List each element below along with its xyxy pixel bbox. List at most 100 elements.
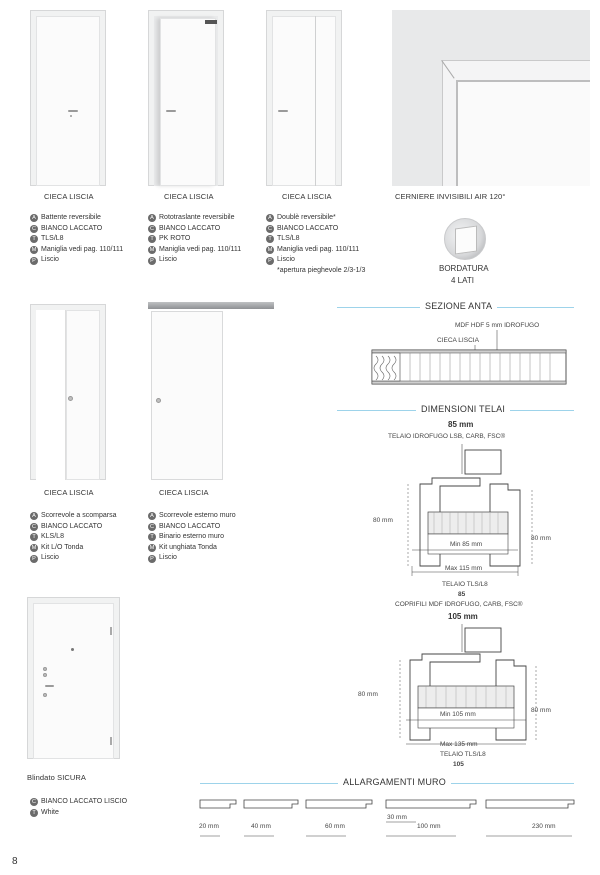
- spec-text: Scorrevole esterno muro: [159, 512, 236, 519]
- door-photo-scomparsa: [30, 304, 106, 480]
- telaio-a-max: Max 115 mm: [445, 565, 483, 572]
- edging-sample-icon: [444, 218, 486, 260]
- section-title-telai: DIMENSIONI TELAI: [416, 404, 511, 414]
- telaio-a-code: 85: [458, 591, 466, 598]
- badge: C: [266, 224, 274, 233]
- spec-text: BIANCO LACCATO: [41, 522, 103, 530]
- spec-text: Maniglia vedi pag. 110/111: [159, 245, 242, 253]
- sezione-anta-diagram: [371, 330, 567, 385]
- spec-text: TLS/L8: [277, 235, 300, 243]
- spec-text: BIANCO LACCATO: [159, 224, 221, 232]
- badge: A: [30, 214, 38, 223]
- badge: C: [148, 522, 156, 531]
- door-photo-double: [266, 10, 342, 186]
- telaio-b-telaio: TELAIO TLS/L8: [440, 751, 486, 758]
- spec-text: KLS/L8: [41, 533, 64, 541]
- badge: M: [148, 246, 156, 255]
- badge: P: [148, 554, 156, 563]
- spec-text: Doublè reversibile*: [277, 214, 336, 221]
- badge: P: [148, 256, 156, 265]
- badge: T: [30, 235, 38, 244]
- telaio-a-telaio: TELAIO TLS/L8: [442, 581, 488, 588]
- badge: P: [30, 554, 38, 563]
- edging-label-1: BORDATURA: [439, 264, 489, 273]
- sezione-label-mdf: MDF HDF 5 mm IDROFUGO: [455, 322, 540, 329]
- badge: M: [148, 544, 156, 553]
- hinge-photo: [392, 10, 590, 186]
- spec-text: Kit L/O Tonda: [41, 543, 84, 551]
- spec-text: BIANCO LACCATO LISCIO: [41, 798, 128, 805]
- door-caption: Blindato SICURA: [27, 773, 87, 782]
- sezione-label-cieca: CIECA LISCIA: [437, 337, 479, 344]
- spec-text: Maniglia vedi pag. 110/111: [277, 245, 360, 253]
- door-caption: CIECA LISCIA: [164, 192, 214, 201]
- badge: A: [148, 512, 156, 521]
- telaio-a-diagram: [407, 444, 533, 576]
- telaio-b-size: 105 mm: [448, 612, 478, 621]
- spec-text: Liscio: [41, 554, 59, 562]
- telaio-b-max: Max 135 mm: [440, 741, 478, 748]
- badge: C: [30, 798, 38, 807]
- spec-text: Kit unghiata Tonda: [159, 543, 217, 551]
- allargamento-230: 230 mm: [532, 823, 556, 830]
- hinge-caption: CERNIERE INVISIBILI AIR 120°: [395, 192, 506, 201]
- telaio-a-right-h: 80 mm: [531, 535, 551, 542]
- allargamento-40: 40 mm: [251, 823, 271, 830]
- telaio-a-size: 85 mm: [448, 420, 474, 429]
- spec-text: Maniglia vedi pag. 110/111: [41, 245, 124, 253]
- badge: M: [30, 544, 38, 553]
- door-photo-blindato: [27, 597, 120, 759]
- spec-text: BIANCO LACCATO: [277, 224, 339, 232]
- spec-text: Liscio: [277, 256, 295, 264]
- spec-text: PK ROTO: [159, 235, 191, 243]
- section-title-sezione: SEZIONE ANTA: [420, 301, 498, 311]
- spec-text: TLS/L8: [41, 235, 64, 243]
- spec-text: Liscio: [159, 256, 177, 264]
- door-photo-battente: [30, 10, 106, 186]
- spec-text: BIANCO LACCATO: [159, 522, 221, 530]
- door-photo-esterno-muro: [148, 302, 274, 480]
- allargamenti-diagram: [199, 799, 575, 837]
- spec-text: Liscio: [159, 554, 177, 562]
- telaio-b-left-h: 80 mm: [358, 691, 378, 698]
- badge: C: [148, 224, 156, 233]
- telaio-b-diagram: [399, 624, 537, 745]
- door-caption: CIECA LISCIA: [282, 192, 332, 201]
- allargamento-30: 30 mm: [387, 814, 407, 821]
- telaio-a-left-h: 80 mm: [373, 517, 393, 524]
- spec-text: Rototraslante reversibile: [159, 214, 235, 221]
- spec-text: White: [41, 808, 59, 816]
- badge: C: [30, 224, 38, 233]
- badge: A: [266, 214, 274, 223]
- badge: M: [266, 246, 274, 255]
- spec-text: Battente reversibile: [41, 214, 101, 221]
- badge: T: [30, 533, 38, 542]
- spec-text: Scorrevole a scomparsa: [41, 512, 117, 519]
- door-caption: CIECA LISCIA: [44, 192, 94, 201]
- door-caption: CIECA LISCIA: [44, 488, 94, 497]
- page-number: 8: [12, 856, 18, 867]
- allargamento-20: 20 mm: [199, 823, 219, 830]
- edging-label-2: 4 LATI: [451, 276, 474, 285]
- allargamento-60: 60 mm: [325, 823, 345, 830]
- door-caption: CIECA LISCIA: [159, 488, 209, 497]
- door-note: *apertura pieghevole 2/3-1/3: [277, 266, 366, 274]
- telaio-a-min: Min 85 mm: [450, 541, 483, 548]
- spec-text: BIANCO LACCATO: [41, 224, 103, 232]
- badge: T: [30, 808, 38, 817]
- badge: P: [30, 256, 38, 265]
- badge: T: [266, 235, 274, 244]
- telaio-b-right-h: 80 mm: [531, 707, 551, 714]
- telaio-a-label: TELAIO IDROFUGO LSB, CARB, FSC®: [388, 433, 506, 440]
- badge: M: [30, 246, 38, 255]
- door-photo-rototraslante: [148, 10, 224, 186]
- badge: A: [30, 512, 38, 521]
- section-title-allargamenti: ALLARGAMENTI MURO: [338, 777, 451, 787]
- allargamento-100: 100 mm: [417, 823, 441, 830]
- badge: P: [266, 256, 274, 265]
